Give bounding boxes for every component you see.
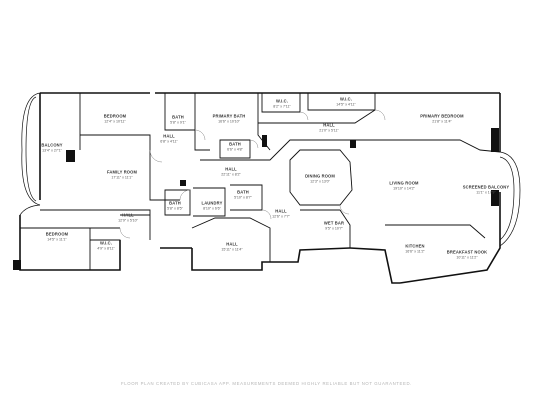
door-arc <box>374 109 386 121</box>
wall-hall-top <box>258 109 376 124</box>
bedroom-glass <box>19 204 41 216</box>
screened-balcony-glass <box>499 151 521 247</box>
columns <box>13 128 499 270</box>
column <box>262 135 267 147</box>
wall-kitchen <box>385 224 486 239</box>
door-arc <box>261 209 272 220</box>
room-label-wic: W.I.C.4'9" x 8'11" <box>97 240 115 251</box>
room-label-wic: W.I.C.8'2" x 7'11" <box>273 98 291 109</box>
wall-bath-small <box>219 139 251 159</box>
column <box>491 190 499 206</box>
balcony-glass-inner <box>25 96 37 202</box>
door-arc <box>194 129 206 141</box>
wall-family-bottom <box>40 209 151 240</box>
outer-wall-bottom-mid <box>191 247 351 271</box>
wall-bath-right <box>164 93 195 131</box>
glass-walls <box>19 92 521 247</box>
wall-bath4 <box>230 184 263 211</box>
interior-walls <box>20 93 501 270</box>
door-arc <box>149 149 163 163</box>
column <box>66 150 75 162</box>
door-arc <box>249 139 259 149</box>
room-label-wic: W.I.C.14'5" x 4'11" <box>336 96 356 107</box>
column <box>180 180 186 186</box>
balcony-glass <box>21 92 41 206</box>
wall-living <box>352 139 501 153</box>
wall-wic2 <box>307 93 376 111</box>
wall-wic1 <box>261 93 301 113</box>
wall-hall-mid <box>200 139 355 161</box>
disclaimer-footer: FLOOR PLAN CREATED BY CUBICASA APP. MEAS… <box>121 381 412 386</box>
wall-bedroom2 <box>20 227 121 270</box>
column <box>350 140 356 148</box>
wall-bedroom-bottom <box>80 134 151 150</box>
doors <box>119 109 386 239</box>
outer-wall-bottom-right <box>349 247 400 284</box>
wall-bath3 <box>164 189 191 216</box>
door-arc <box>119 227 131 239</box>
door-arc <box>299 111 309 121</box>
door-arc <box>179 189 191 201</box>
wall-dining <box>289 149 353 206</box>
wall-wetbar <box>300 209 351 248</box>
screened-balcony-glass-inner <box>499 156 515 241</box>
outer-wall-right-bottom <box>399 192 501 284</box>
wall-hall-lower <box>191 217 271 262</box>
column <box>491 128 499 152</box>
door-arc <box>339 204 350 215</box>
column <box>13 260 21 270</box>
wall-laundry <box>193 187 226 217</box>
wall-primary-bath <box>194 93 210 151</box>
wall-family-right <box>149 150 180 201</box>
walls <box>19 92 501 284</box>
